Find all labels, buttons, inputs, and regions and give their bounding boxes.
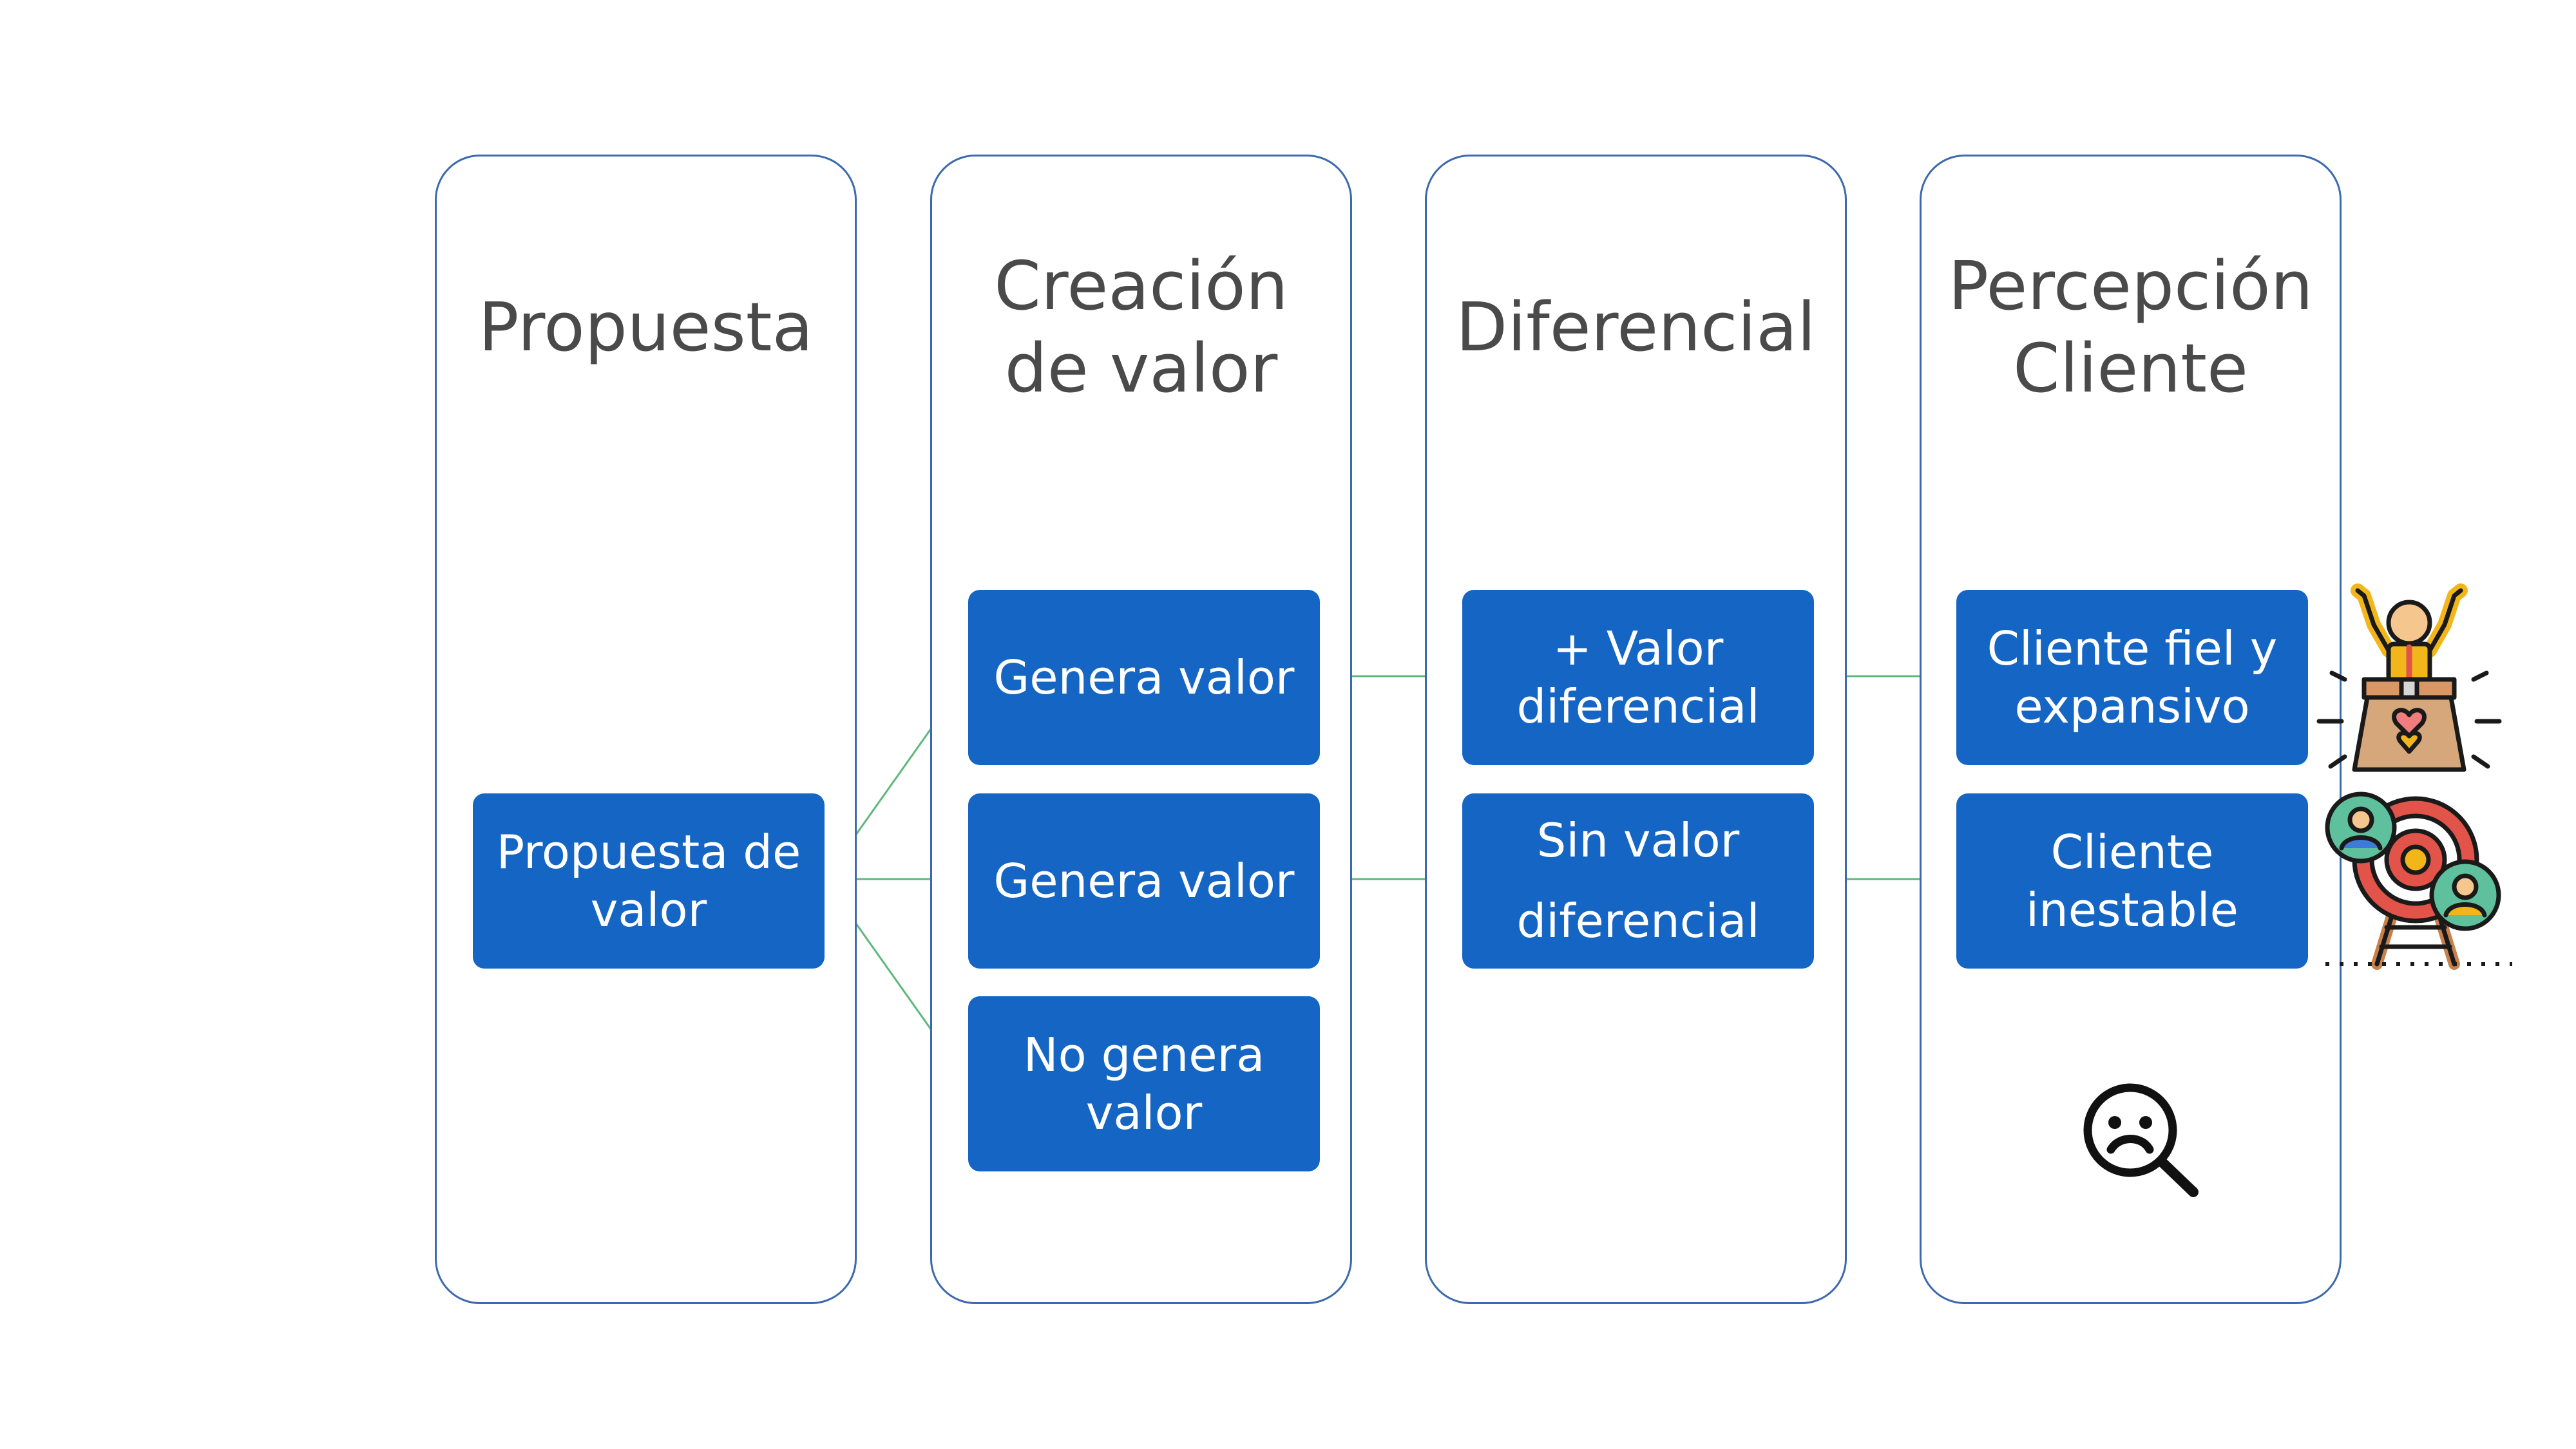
box-genera-valor-1: Genera valor — [968, 590, 1320, 765]
happy-customer-box-icon — [2316, 583, 2502, 772]
lane-propuesta: Propuesta — [435, 155, 857, 1304]
lane-title-diferencial: Diferencial — [1456, 288, 1816, 366]
target-customers-icon — [2325, 791, 2512, 970]
lane-title-percepcion-cliente: Percepción Cliente — [1948, 247, 2313, 408]
box-genera-valor-2: Genera valor — [968, 793, 1320, 969]
lane-title-creacion-de-valor: Creación de valor — [994, 247, 1288, 408]
box-cliente-inestable: Cliente inestable — [1956, 793, 2308, 969]
sad-face-magnifier-icon — [2083, 1083, 2199, 1197]
box-sin-valor-diferencial: Sin valor diferencial — [1462, 793, 1814, 969]
box-propuesta-de-valor: Propuesta de valor — [473, 793, 825, 969]
box-no-genera-valor: No genera valor — [968, 996, 1320, 1171]
lane-title-propuesta: Propuesta — [478, 288, 814, 366]
box-cliente-fiel-expansivo: Cliente fiel y expansivo — [1956, 590, 2308, 765]
box-valor-diferencial: + Valor diferencial — [1462, 590, 1814, 765]
